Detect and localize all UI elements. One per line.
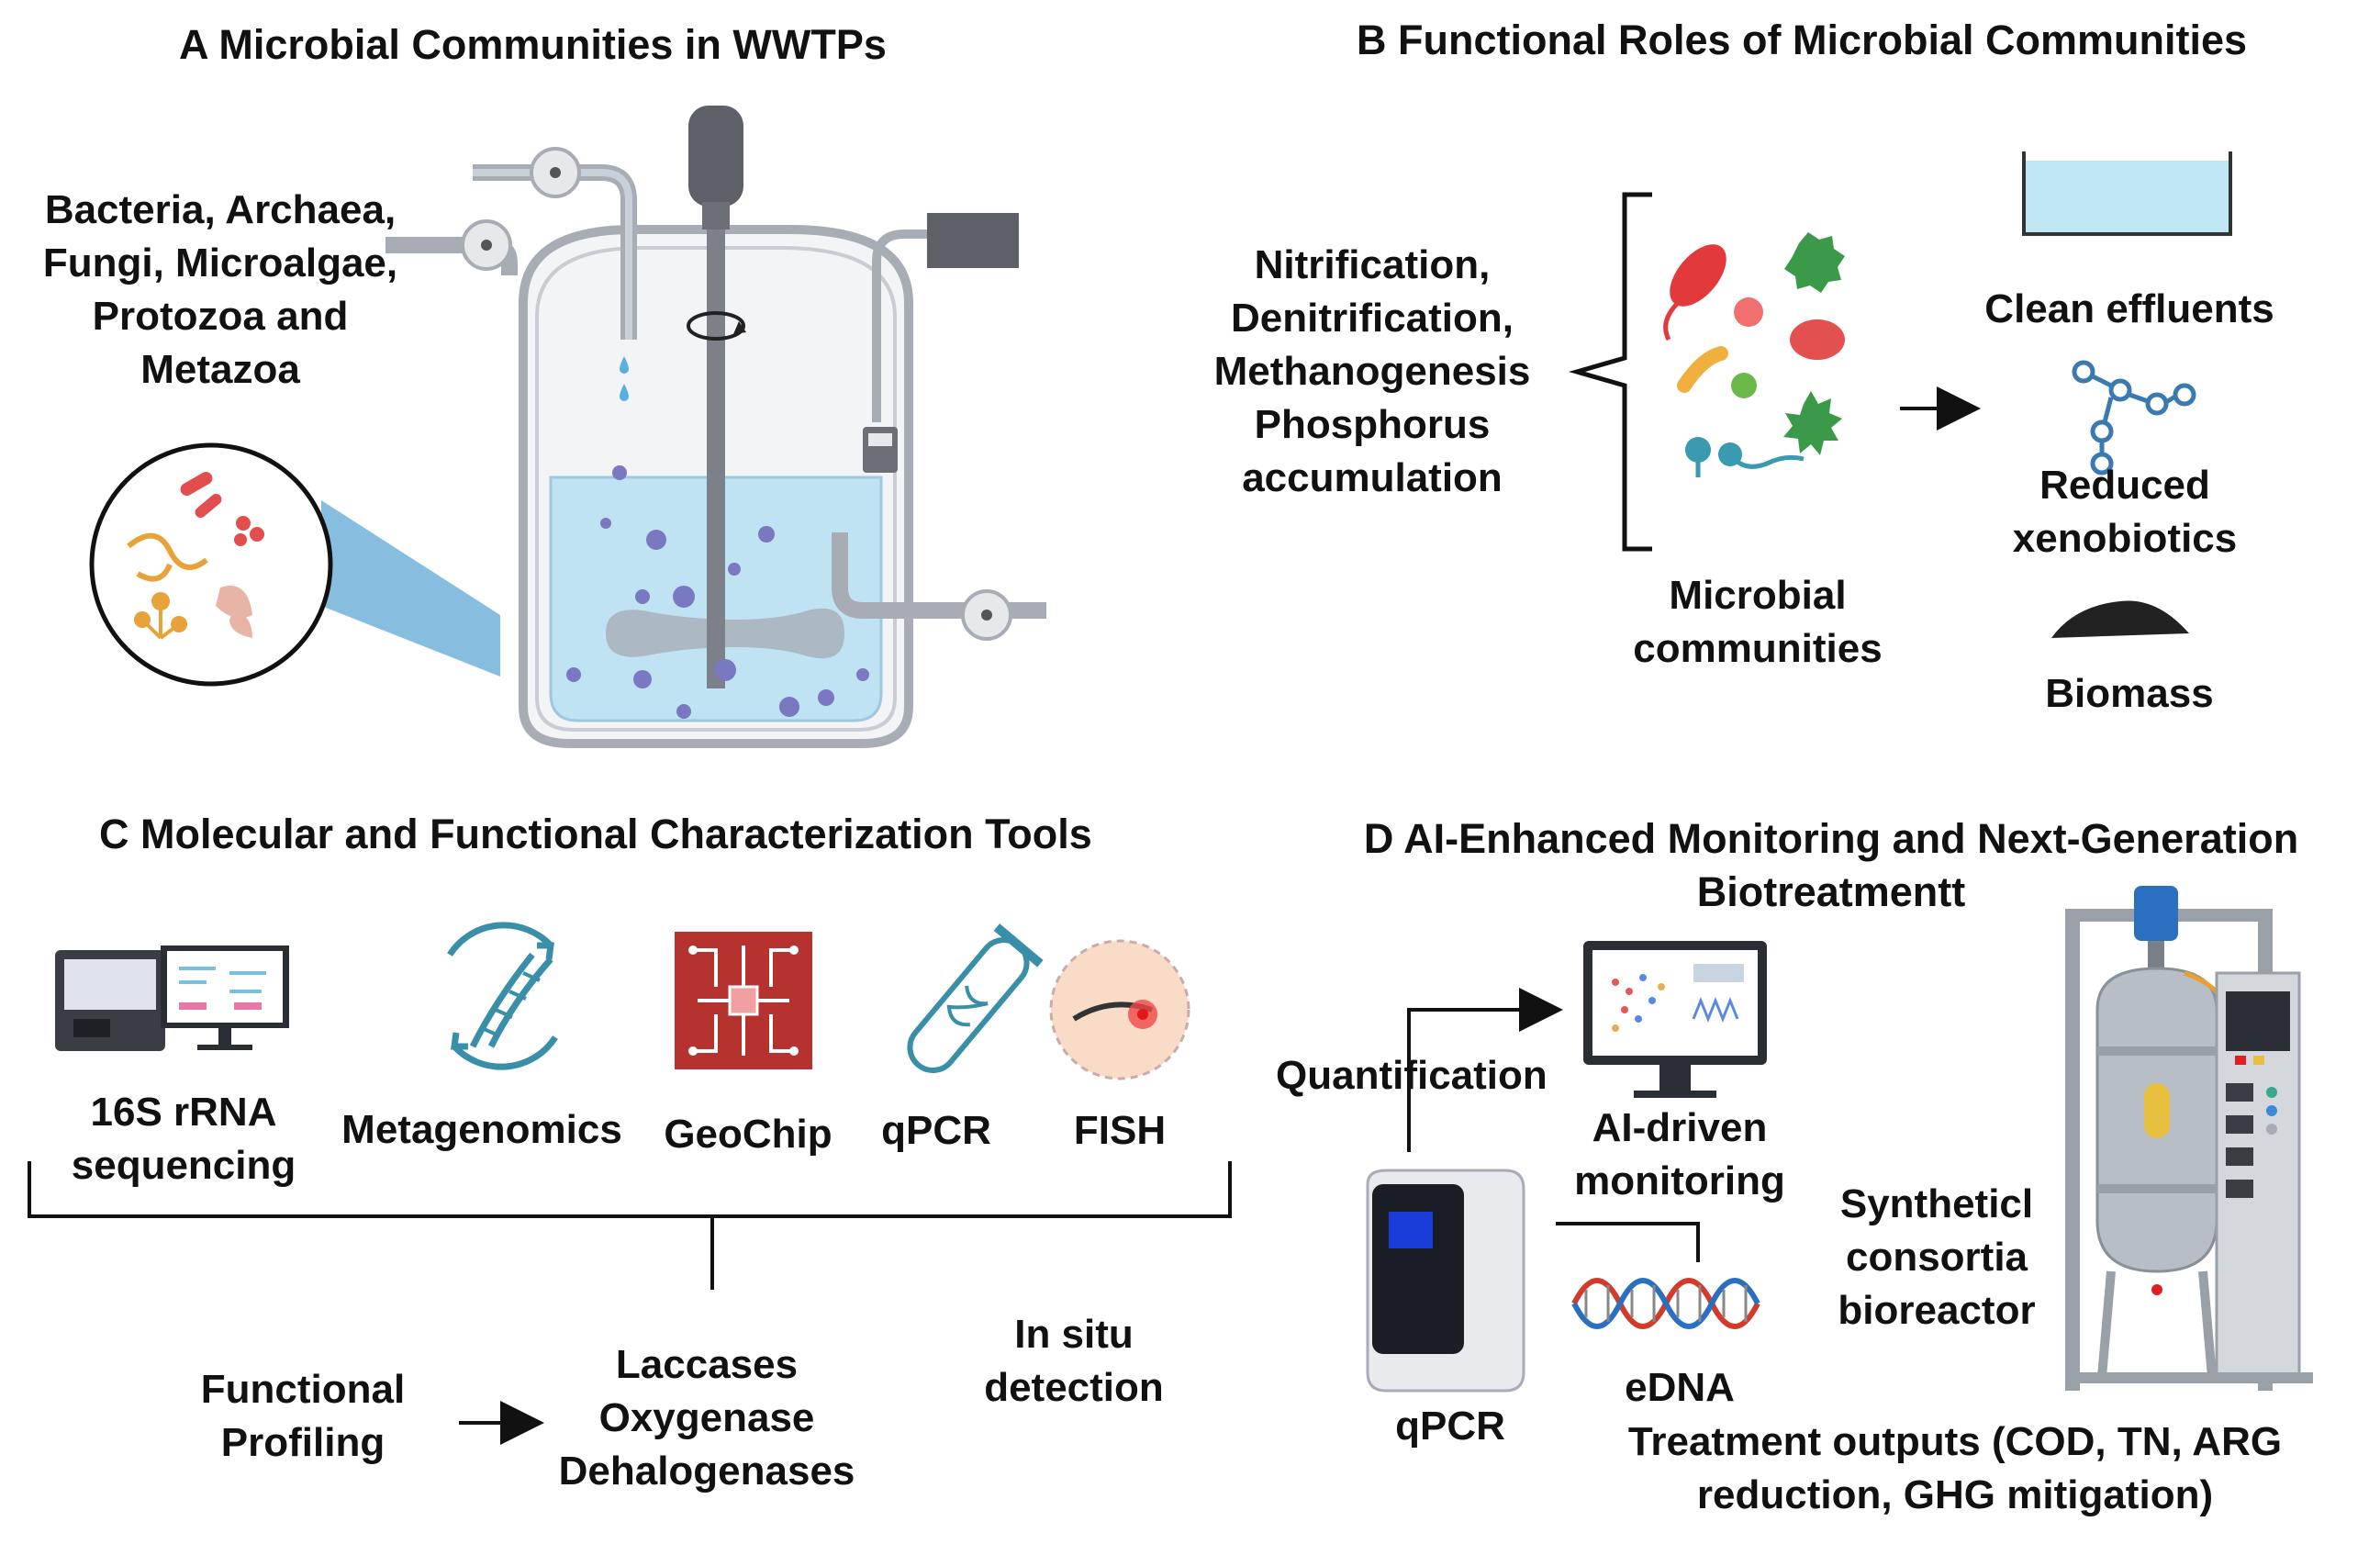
- tool-qpcr-label: qPCR: [881, 1108, 991, 1153]
- enzyme-laccases: Laccases: [615, 1342, 799, 1387]
- quantification-label: Quantification: [1276, 1053, 1548, 1098]
- panel-d-title: D AI-Enhanced Monitoring and Next-Genera…: [1303, 812, 2359, 919]
- panel-d-title-line-1: D AI-Enhanced Monitoring and Next-Genera…: [1363, 815, 2299, 862]
- communities-line-1: Microbial: [1669, 573, 1847, 618]
- reactor-icon: [89, 106, 1046, 748]
- clean-effluents-label: Clean effluents: [1984, 286, 2274, 331]
- molecule-icon: [2072, 360, 2196, 476]
- dna-cycle-icon: [447, 922, 558, 1070]
- process-accumulation: accumulation: [1242, 455, 1503, 500]
- arrow-quantification: [1407, 988, 1563, 1152]
- tools-bracket: [28, 1161, 1232, 1290]
- process-methanogenesis: Methanogenesis: [1213, 349, 1531, 394]
- tool-metagenomics-label: Metagenomics: [341, 1107, 622, 1152]
- organisms-line-4: Metazoa: [140, 347, 300, 392]
- enzymes-label: Laccases Oxygenase Dehalogenases: [532, 1338, 881, 1498]
- organisms-line-2: Fungi, Microalgae,: [42, 241, 398, 285]
- panel-d-title-line-2: Biotreatmentt: [1696, 868, 1966, 915]
- insitu-line-2: detection: [984, 1365, 1164, 1410]
- qpcr-machine-icon: [1366, 1169, 1525, 1393]
- panel-b-title: B Functional Roles of Microbial Communit…: [1357, 17, 2248, 63]
- dna-helix-icon: [1571, 1278, 1760, 1329]
- monitor-icon: [1583, 941, 1767, 1098]
- process-nitrification: Nitrification,: [1254, 242, 1491, 287]
- organisms-line-1: Bacteria, Archaea,: [44, 187, 397, 232]
- synthetic-consortia-label: Syntheticl consortia bioreactor: [1813, 1178, 2061, 1337]
- soil-pile-icon: [2051, 600, 2189, 638]
- xenobiotics-line-2: xenobiotics: [2012, 516, 2238, 561]
- process-denitrification: Denitrification,: [1230, 296, 1514, 341]
- outputs-line-2: reduction, GHG mitigation): [1696, 1472, 2214, 1517]
- test-tube-icon: [907, 923, 1044, 1073]
- edna-label: eDNA: [1625, 1365, 1735, 1410]
- functional-line-2: Profiling: [220, 1420, 385, 1465]
- xenobiotics-line-1: Reduced: [2039, 463, 2210, 508]
- panel-a-title: A Microbial Communities in WWTPs: [179, 21, 887, 68]
- insitu-detection-label: In situ detection: [936, 1308, 1212, 1415]
- sequencer-icon: [55, 945, 289, 1051]
- organisms-line-3: Protozoa and: [92, 294, 349, 339]
- community-microbes-icon: [1663, 232, 1845, 477]
- ai-monitoring-label: AI-driven monitoring: [1551, 1102, 1808, 1208]
- tool-fish-label: FISH: [1073, 1108, 1167, 1153]
- insitu-line-1: In situ: [1014, 1312, 1134, 1357]
- biomass-label: Biomass: [2045, 671, 2214, 716]
- panel-c-title: C Molecular and Functional Characterizat…: [99, 811, 1092, 857]
- process-phosphorus: Phosphorus: [1254, 402, 1491, 447]
- outputs-line-1: Treatment outputs (COD, TN, ARG: [1627, 1419, 2283, 1464]
- tool-16s-rrna-label: 16S rRNA sequencing: [37, 1086, 330, 1192]
- tool-geochip-label: GeoChip: [664, 1112, 832, 1157]
- organisms-label: Bacteria, Archaea, Fungi, Microalgae, Pr…: [18, 184, 422, 397]
- functional-line-1: Functional: [200, 1367, 406, 1412]
- enzyme-oxygenase: Oxygenase: [598, 1395, 815, 1440]
- communities-line-2: communities: [1633, 626, 1883, 671]
- treatment-outputs-label: Treatment outputs (COD, TN, ARG reductio…: [1579, 1415, 2331, 1522]
- synthetic-line-1: Syntheticl: [1839, 1181, 2034, 1226]
- microbes-icon: [127, 472, 264, 640]
- synthetic-line-3: bioreactor: [1838, 1288, 2036, 1333]
- enzyme-dehalogenases: Dehalogenases: [558, 1449, 855, 1494]
- connector-edna: [1556, 1222, 1700, 1262]
- rrna-line-2: sequencing: [71, 1143, 296, 1188]
- ai-line-1: AI-driven: [1592, 1105, 1768, 1150]
- rrna-line-1: 16S rRNA: [90, 1090, 277, 1135]
- processes-label: Nitrification, Denitrification, Methanog…: [1179, 239, 1565, 505]
- ai-line-2: monitoring: [1574, 1158, 1785, 1203]
- reduced-xenobiotics-label: Reduced xenobiotics: [1946, 459, 2304, 565]
- bracket: [1568, 192, 1652, 552]
- chip-icon: [675, 932, 812, 1069]
- bioreactor-icon: [2065, 886, 2313, 1391]
- synthetic-line-2: consortia: [1845, 1235, 2028, 1280]
- qpcr-device-label: qPCR: [1395, 1404, 1505, 1449]
- fish-cell-icon: [1049, 939, 1190, 1080]
- functional-profiling-label: Functional Profiling: [165, 1363, 441, 1470]
- communities-label: Microbial communities: [1579, 569, 1937, 676]
- water-tank-icon: [2022, 151, 2232, 236]
